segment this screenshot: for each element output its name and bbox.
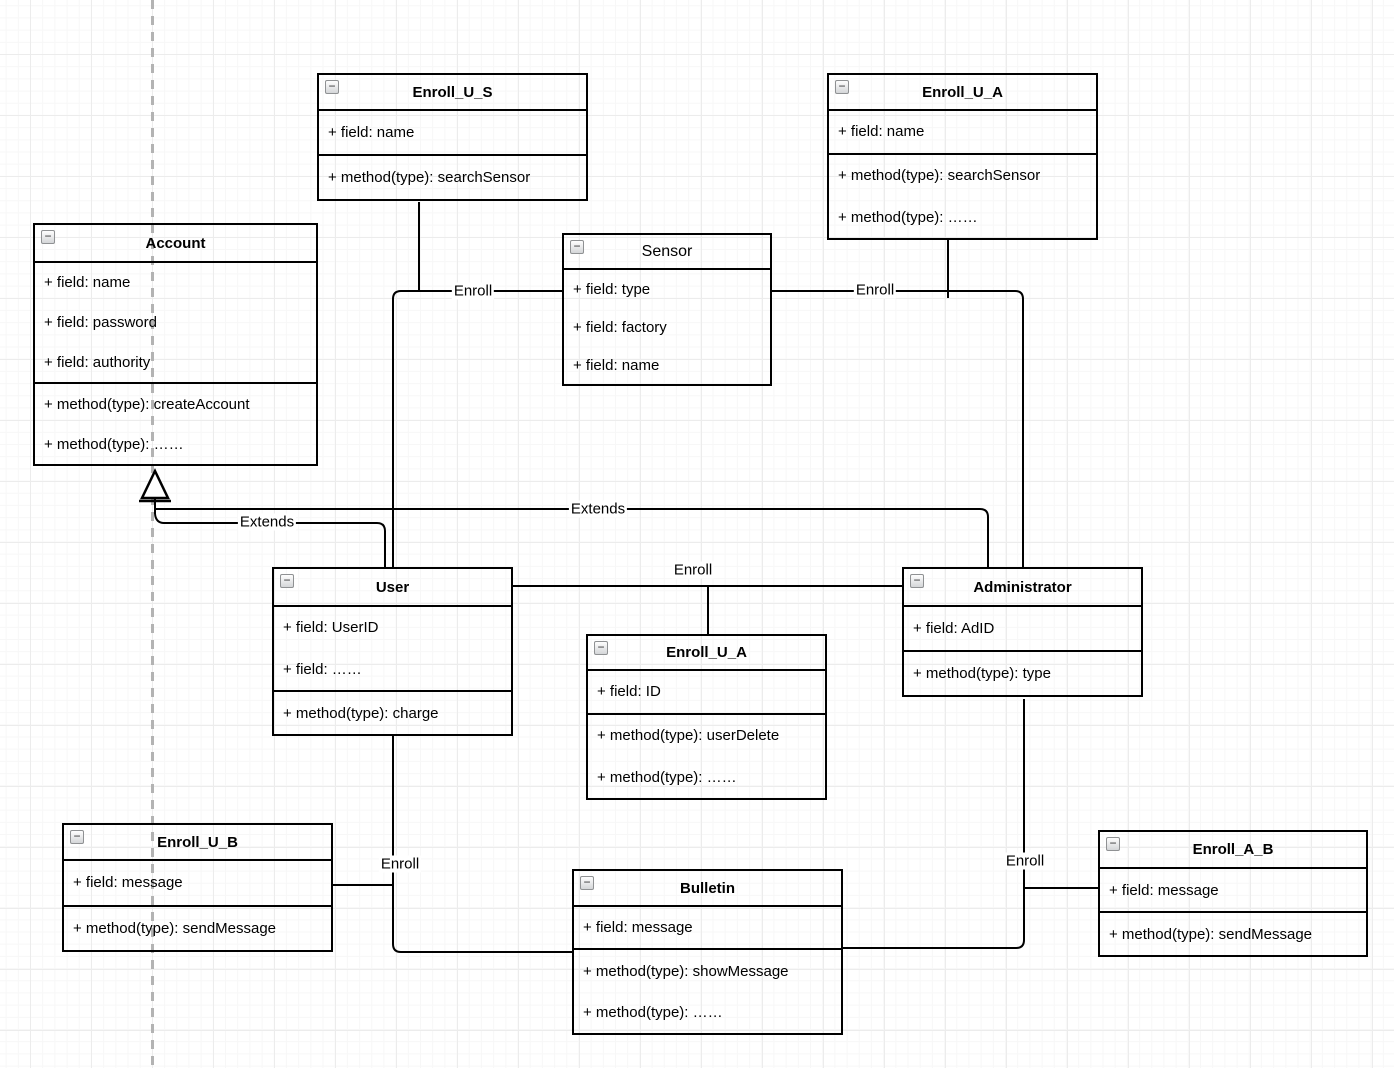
fields-section: + field: name + field: password + field:… — [35, 263, 316, 382]
class-enroll-a-b[interactable]: − Enroll_A_B + field: message + method(t… — [1098, 830, 1368, 957]
fields-section: + field: UserID + field: …… — [274, 607, 511, 690]
class-enroll-u-b[interactable]: − Enroll_U_B + field: message + method(t… — [62, 823, 333, 952]
edge-admin-bulletin — [843, 699, 1025, 949]
fields-section: + field: type + field: factory + field: … — [564, 270, 770, 384]
methods-section: + method(type): createAccount + method(t… — [35, 382, 316, 464]
edge-extends-admin — [155, 508, 989, 568]
class-method[interactable]: + method(type): sendMessage — [73, 919, 277, 937]
edge-label-enroll[interactable]: Enroll — [1003, 852, 1047, 870]
class-field[interactable]: + field: message — [73, 874, 183, 892]
edge-label-extends[interactable]: Extends — [568, 500, 628, 518]
class-enroll-u-a-mid[interactable]: − Enroll_U_A + field: ID + method(type):… — [586, 634, 827, 800]
class-title: Enroll_U_B — [157, 833, 238, 851]
collapse-icon[interactable]: − — [1106, 837, 1120, 851]
class-method[interactable]: + method(type): …… — [838, 208, 978, 226]
class-field[interactable]: + field: name — [573, 356, 660, 374]
collapse-icon[interactable]: − — [70, 830, 84, 844]
class-title: Bulletin — [680, 879, 735, 897]
methods-section: + method(type): searchSensor + method(ty… — [829, 152, 1096, 238]
fields-section: + field: ID — [588, 671, 825, 713]
class-method[interactable]: + method(type): userDelete — [597, 727, 780, 744]
class-enroll-u-s[interactable]: − Enroll_U_S + field: name + method(type… — [317, 73, 588, 201]
class-title: Enroll_U_S — [412, 83, 493, 101]
methods-section: + method(type): type — [904, 650, 1141, 695]
class-method[interactable]: + method(type): searchSensor — [328, 169, 531, 186]
methods-section: + method(type): sendMessage — [64, 904, 331, 951]
edge-sensor-admin — [772, 290, 1024, 568]
methods-section: + method(type): userDelete + method(type… — [588, 712, 825, 798]
class-title: Enroll_U_A — [666, 644, 747, 661]
class-field[interactable]: + field: password — [44, 314, 157, 332]
class-title: Sensor — [641, 242, 693, 260]
edge-label-enroll[interactable]: Enroll — [451, 282, 495, 300]
class-field[interactable]: + field: …… — [283, 661, 362, 678]
collapse-icon[interactable]: − — [280, 574, 294, 588]
class-method[interactable]: + method(type): …… — [583, 1003, 723, 1021]
page-boundary-guide — [151, 0, 154, 1068]
collapse-icon[interactable]: − — [594, 641, 608, 655]
methods-section: + method(type): searchSensor — [319, 154, 586, 199]
class-field[interactable]: + field: name — [328, 124, 415, 141]
collapse-icon[interactable]: − — [580, 876, 594, 890]
generalization-arrowhead — [140, 468, 170, 500]
edge-label-extends[interactable]: Extends — [237, 513, 297, 531]
class-field[interactable]: + field: factory — [573, 318, 667, 336]
edge-user-sensor — [392, 290, 562, 569]
class-field[interactable]: + field: type — [573, 280, 651, 298]
fields-section: + field: name — [829, 111, 1096, 153]
fields-section: + field: message — [1100, 869, 1366, 911]
class-account[interactable]: − Account + field: name + field: passwor… — [33, 223, 318, 466]
fields-section: + field: name — [319, 111, 586, 154]
class-sensor[interactable]: − Sensor + field: type + field: factory … — [562, 233, 772, 386]
fields-section: + field: message — [574, 907, 841, 948]
edge-label-enroll[interactable]: Enroll — [671, 561, 715, 579]
fields-section: + field: message — [64, 861, 331, 905]
class-field[interactable]: + field: UserID — [283, 619, 379, 637]
collapse-icon[interactable]: − — [910, 574, 924, 588]
class-field[interactable]: + field: name — [44, 274, 131, 292]
class-field[interactable]: + field: ID — [597, 683, 661, 701]
class-method[interactable]: + method(type): charge — [283, 704, 439, 722]
class-method[interactable]: + method(type): type — [913, 665, 1051, 682]
class-title: User — [375, 578, 410, 596]
methods-section: + method(type): showMessage + method(typ… — [574, 948, 841, 1033]
class-field[interactable]: + field: name — [838, 123, 925, 141]
class-bulletin[interactable]: − Bulletin + field: message + method(typ… — [572, 869, 843, 1035]
collapse-icon[interactable]: − — [570, 240, 584, 254]
class-administrator[interactable]: − Administrator + field: AdID + method(t… — [902, 567, 1143, 697]
fields-section: + field: AdID — [904, 607, 1141, 650]
collapse-icon[interactable]: − — [835, 80, 849, 94]
class-title: Administrator — [973, 578, 1072, 596]
edge-extends-user — [154, 513, 386, 569]
edge-user-bulletin — [392, 736, 572, 953]
class-field[interactable]: + field: AdID — [913, 620, 995, 637]
methods-section: + method(type): sendMessage — [1100, 911, 1366, 955]
class-title: Enroll_A_B — [1192, 841, 1274, 858]
collapse-icon[interactable]: − — [325, 80, 339, 94]
methods-section: + method(type): charge — [274, 690, 511, 734]
class-title: Enroll_U_A — [922, 83, 1003, 101]
class-method[interactable]: + method(type): showMessage — [583, 962, 789, 980]
class-method[interactable]: + method(type): …… — [44, 435, 184, 453]
class-method[interactable]: + method(type): …… — [597, 768, 737, 786]
class-title: Account — [145, 234, 206, 252]
class-method[interactable]: + method(type): sendMessage — [1109, 925, 1313, 943]
class-user[interactable]: − User + field: UserID + field: …… + met… — [272, 567, 513, 736]
class-field[interactable]: + field: message — [583, 919, 693, 937]
collapse-icon[interactable]: − — [41, 230, 55, 244]
class-enroll-u-a-top[interactable]: − Enroll_U_A + field: name + method(type… — [827, 73, 1098, 240]
class-method[interactable]: + method(type): createAccount — [44, 395, 250, 413]
class-field[interactable]: + field: authority — [44, 353, 151, 371]
edge-label-enroll[interactable]: Enroll — [378, 855, 422, 873]
edge-label-enroll[interactable]: Enroll — [853, 281, 897, 299]
class-method[interactable]: + method(type): searchSensor — [838, 167, 1041, 184]
class-field[interactable]: + field: message — [1109, 881, 1219, 899]
